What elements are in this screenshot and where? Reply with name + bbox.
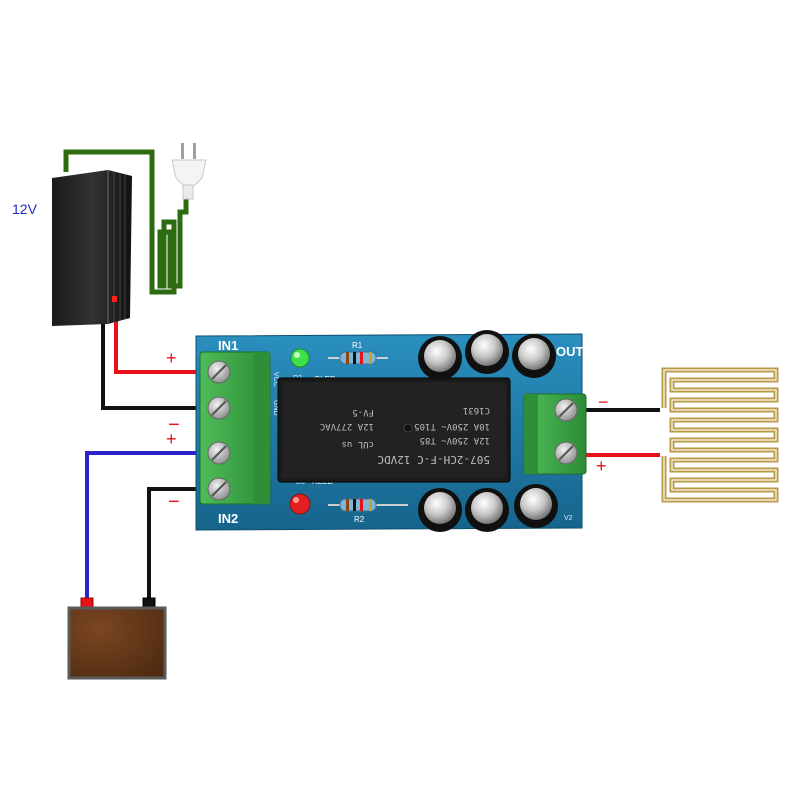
relay-text-line6: C1631 xyxy=(463,405,490,415)
out-plus-sign: + xyxy=(596,456,607,476)
vcc-silk-label: VCC xyxy=(272,372,279,387)
relay-brand: cUL us xyxy=(341,439,374,449)
input-terminal-block xyxy=(199,351,271,505)
resistor-icon xyxy=(328,351,388,365)
capacitor-icon xyxy=(512,334,556,378)
in1-label: IN1 xyxy=(218,338,238,353)
led-icon xyxy=(289,493,311,515)
in1-plus-sign: + xyxy=(166,348,177,368)
adapter-positive-wire xyxy=(114,300,200,374)
v2-label: V2 xyxy=(564,515,573,522)
relay-text-line4: 10A 250V~ T105 xyxy=(414,421,490,431)
power-adapter: 12V xyxy=(12,170,132,326)
power-adapter-icon xyxy=(52,170,132,326)
r2-label: R2 xyxy=(354,515,365,524)
adapter-negative-wire xyxy=(101,320,200,410)
battery-icon xyxy=(67,597,167,680)
in1-minus-sign: − xyxy=(168,414,180,436)
relay-text-line3: 12A 277VAC xyxy=(320,421,374,431)
controller-board: IN1 IN2 OUT VCC GND xyxy=(166,330,609,532)
relay-text-line5: 12A 250V~ T85 xyxy=(420,435,490,445)
led-icon xyxy=(290,348,310,368)
relay-text-line7: 507-2CH-F-C 12VDC xyxy=(377,453,490,466)
in2-minus-sign: − xyxy=(168,491,180,513)
capacitor-icon xyxy=(418,488,462,532)
adapter-cord xyxy=(63,149,189,295)
terminal-screw[interactable] xyxy=(207,477,231,501)
relay-text-line2: FV-5 xyxy=(352,407,374,417)
r1-label: R1 xyxy=(352,341,363,350)
in2-label: IN2 xyxy=(218,511,238,526)
terminal-screw[interactable] xyxy=(207,441,231,465)
heating-element-icon xyxy=(661,367,779,503)
relay-icon: 507-2CH-F-C 12VDC 12A 250V~ T85 10A 250V… xyxy=(277,377,511,483)
terminal-screw[interactable] xyxy=(554,441,578,465)
power-plug-icon xyxy=(171,143,207,200)
terminal-screw[interactable] xyxy=(554,398,578,422)
capacitor-icon xyxy=(418,336,462,380)
capacitor-icon xyxy=(514,484,558,528)
adapter-voltage-label: 12V xyxy=(12,201,38,217)
terminal-screw[interactable] xyxy=(207,396,231,420)
battery-negative-wire xyxy=(147,487,200,602)
out-minus-sign: − xyxy=(598,392,609,412)
capacitor-icon xyxy=(465,330,509,374)
resistor-icon xyxy=(328,498,408,512)
gnd-silk-label: GND xyxy=(272,400,279,416)
in2-plus-sign: + xyxy=(166,429,177,449)
adapter-indicator-led xyxy=(112,296,117,302)
capacitor-icon xyxy=(465,488,509,532)
terminal-screw[interactable] xyxy=(207,360,231,384)
out-label: OUT xyxy=(556,344,584,359)
battery-positive-wire xyxy=(85,451,200,602)
output-terminal-block xyxy=(523,393,587,475)
wires xyxy=(63,149,660,602)
